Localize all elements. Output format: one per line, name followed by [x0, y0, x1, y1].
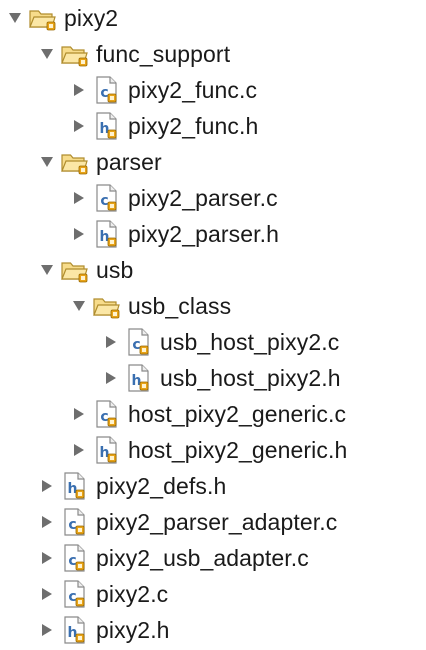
- tree-item-label: pixy2_defs.h: [96, 473, 227, 499]
- c-source-file-icon: c: [92, 75, 122, 105]
- c-header-file-icon: h: [92, 111, 122, 141]
- tree-item-host-pixy2-generic-h[interactable]: h host_pixy2_generic.h: [0, 432, 426, 468]
- tree-item-label: func_support: [96, 41, 231, 67]
- folder-open-icon: [28, 3, 58, 33]
- collapse-arrow-right-icon[interactable]: [70, 72, 88, 108]
- c-source-file-icon: c: [92, 183, 122, 213]
- svg-text:c: c: [100, 193, 108, 209]
- c-source-file-icon: c: [60, 579, 90, 609]
- tree-item-label: usb: [96, 257, 134, 283]
- collapse-arrow-right-icon[interactable]: [38, 504, 56, 540]
- svg-text:c: c: [132, 337, 140, 353]
- tree-item-label: pixy2.c: [96, 581, 169, 607]
- tree-item-pixy2[interactable]: pixy2: [0, 0, 426, 36]
- tree-item-label: pixy2_parser_adapter.c: [96, 509, 338, 535]
- collapse-arrow-right-icon[interactable]: [38, 612, 56, 648]
- svg-text:c: c: [68, 517, 76, 533]
- tree-item-usb-host-pixy2-c[interactable]: c usb_host_pixy2.c: [0, 324, 426, 360]
- tree-item-label: usb_class: [128, 293, 232, 319]
- c-source-file-icon: c: [60, 543, 90, 573]
- tree-item-parser[interactable]: parser: [0, 144, 426, 180]
- tree-item-pixy2-c[interactable]: c pixy2.c: [0, 576, 426, 612]
- c-header-file-icon: h: [60, 615, 90, 645]
- tree-item-label: host_pixy2_generic.c: [128, 401, 347, 427]
- c-source-file-icon: c: [92, 399, 122, 429]
- tree-item-label: pixy2: [64, 5, 119, 31]
- svg-text:c: c: [68, 553, 76, 569]
- tree-item-usb[interactable]: usb: [0, 252, 426, 288]
- collapse-arrow-right-icon[interactable]: [70, 180, 88, 216]
- tree-item-label: pixy2_parser.h: [128, 221, 279, 247]
- expand-arrow-down-icon[interactable]: [38, 252, 56, 288]
- tree-item-label: host_pixy2_generic.h: [128, 437, 348, 463]
- collapse-arrow-right-icon[interactable]: [102, 324, 120, 360]
- tree-item-pixy2-parser-c[interactable]: c pixy2_parser.c: [0, 180, 426, 216]
- c-source-file-icon: c: [60, 507, 90, 537]
- c-header-file-icon: h: [92, 219, 122, 249]
- tree-item-pixy2-func-c[interactable]: c pixy2_func.c: [0, 72, 426, 108]
- expand-arrow-down-icon[interactable]: [6, 0, 24, 36]
- expand-arrow-down-icon[interactable]: [38, 36, 56, 72]
- tree-item-label: pixy2_usb_adapter.c: [96, 545, 309, 571]
- collapse-arrow-right-icon[interactable]: [102, 360, 120, 396]
- tree-item-label: pixy2_func.c: [128, 77, 258, 103]
- tree-item-label: usb_host_pixy2.h: [160, 365, 341, 391]
- tree-item-pixy2-parser-adapter-c[interactable]: c pixy2_parser_adapter.c: [0, 504, 426, 540]
- tree-item-pixy2-usb-adapter-c[interactable]: c pixy2_usb_adapter.c: [0, 540, 426, 576]
- folder-open-icon: [92, 291, 122, 321]
- folder-open-icon: [60, 255, 90, 285]
- svg-text:c: c: [68, 589, 76, 605]
- c-header-file-icon: h: [124, 363, 154, 393]
- tree-item-pixy2-h[interactable]: h pixy2.h: [0, 612, 426, 648]
- collapse-arrow-right-icon[interactable]: [70, 396, 88, 432]
- tree-item-label: pixy2.h: [96, 617, 170, 643]
- tree-item-pixy2-func-h[interactable]: h pixy2_func.h: [0, 108, 426, 144]
- svg-text:h: h: [100, 229, 110, 245]
- collapse-arrow-right-icon[interactable]: [38, 576, 56, 612]
- collapse-arrow-right-icon[interactable]: [70, 432, 88, 468]
- expand-arrow-down-icon[interactable]: [70, 288, 88, 324]
- expand-arrow-down-icon[interactable]: [38, 144, 56, 180]
- tree-item-label: pixy2_parser.c: [128, 185, 278, 211]
- collapse-arrow-right-icon[interactable]: [38, 468, 56, 504]
- collapse-arrow-right-icon[interactable]: [38, 540, 56, 576]
- c-header-file-icon: h: [60, 471, 90, 501]
- tree-item-label: parser: [96, 149, 162, 175]
- svg-text:h: h: [100, 121, 110, 137]
- c-header-file-icon: h: [92, 435, 122, 465]
- svg-text:c: c: [100, 85, 108, 101]
- tree-item-pixy2-defs-h[interactable]: h pixy2_defs.h: [0, 468, 426, 504]
- tree-item-host-pixy2-generic-c[interactable]: c host_pixy2_generic.c: [0, 396, 426, 432]
- tree-item-label: pixy2_func.h: [128, 113, 259, 139]
- folder-open-icon: [60, 39, 90, 69]
- svg-text:c: c: [100, 409, 108, 425]
- svg-text:h: h: [68, 481, 78, 497]
- svg-text:h: h: [100, 445, 110, 461]
- tree-item-usb-class[interactable]: usb_class: [0, 288, 426, 324]
- collapse-arrow-right-icon[interactable]: [70, 216, 88, 252]
- tree-item-pixy2-parser-h[interactable]: h pixy2_parser.h: [0, 216, 426, 252]
- svg-text:h: h: [132, 373, 142, 389]
- folder-open-icon: [60, 147, 90, 177]
- c-source-file-icon: c: [124, 327, 154, 357]
- collapse-arrow-right-icon[interactable]: [70, 108, 88, 144]
- tree-item-usb-host-pixy2-h[interactable]: h usb_host_pixy2.h: [0, 360, 426, 396]
- svg-text:h: h: [68, 625, 78, 641]
- tree-item-label: usb_host_pixy2.c: [160, 329, 340, 355]
- tree-item-func-support[interactable]: func_support: [0, 36, 426, 72]
